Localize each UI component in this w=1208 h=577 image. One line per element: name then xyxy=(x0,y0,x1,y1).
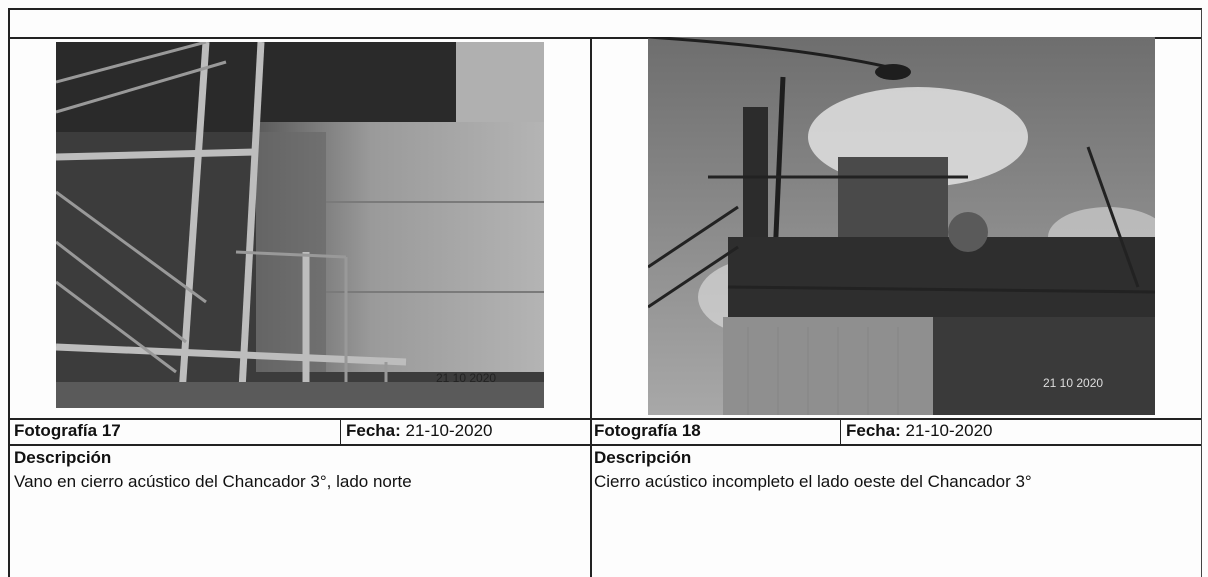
header-row xyxy=(10,10,1201,39)
photo-17-stamp: 21 10 2020 xyxy=(436,371,496,385)
photo-17-description-heading: Descripción xyxy=(14,448,112,467)
photo-17-date: Fecha: 21-10-2020 xyxy=(346,421,493,441)
photo-17-description-text: Vano en cierro acústico del Chancador 3°… xyxy=(14,472,412,491)
photo-18-image: 21 10 2020 xyxy=(648,37,1155,415)
photo-cell-18: 21 10 2020 Fotografía 18 Fecha: 21-10-20… xyxy=(590,37,1201,577)
photo-17-meta-row: Fotografía 17 Fecha: 21-10-2020 xyxy=(10,418,590,446)
photo-report-table: 21 10 2020 Fotografía 17 Fecha: 21-10-20… xyxy=(8,8,1202,577)
photo-17-description: Descripción Vano en cierro acústico del … xyxy=(14,446,586,494)
photo-17-date-label: Fecha: xyxy=(346,421,401,440)
photo-18-description-text: Cierro acústico incompleto el lado oeste… xyxy=(594,472,1032,491)
photo-17-label: Fotografía 17 xyxy=(14,421,121,440)
photo-17-image: 21 10 2020 xyxy=(56,42,544,408)
photo-18-meta-row: Fotografía 18 Fecha: 21-10-2020 xyxy=(590,418,1201,446)
photo-18-label: Fotografía 18 xyxy=(594,421,701,440)
photo-frame: 21 10 2020 xyxy=(590,37,1201,420)
photo-18-date: Fecha: 21-10-2020 xyxy=(846,421,993,441)
photo-18-date-label: Fecha: xyxy=(846,421,901,440)
photo-18-stamp: 21 10 2020 xyxy=(1043,376,1103,390)
photo-frame: 21 10 2020 xyxy=(10,37,590,420)
photo-18-description: Descripción Cierro acústico incompleto e… xyxy=(594,446,1197,494)
photo-18-description-heading: Descripción xyxy=(594,448,692,467)
photo-cell-17: 21 10 2020 Fotografía 17 Fecha: 21-10-20… xyxy=(10,37,592,577)
photo-18-date-value: 21-10-2020 xyxy=(905,421,993,440)
photo-17-date-value: 21-10-2020 xyxy=(405,421,493,440)
